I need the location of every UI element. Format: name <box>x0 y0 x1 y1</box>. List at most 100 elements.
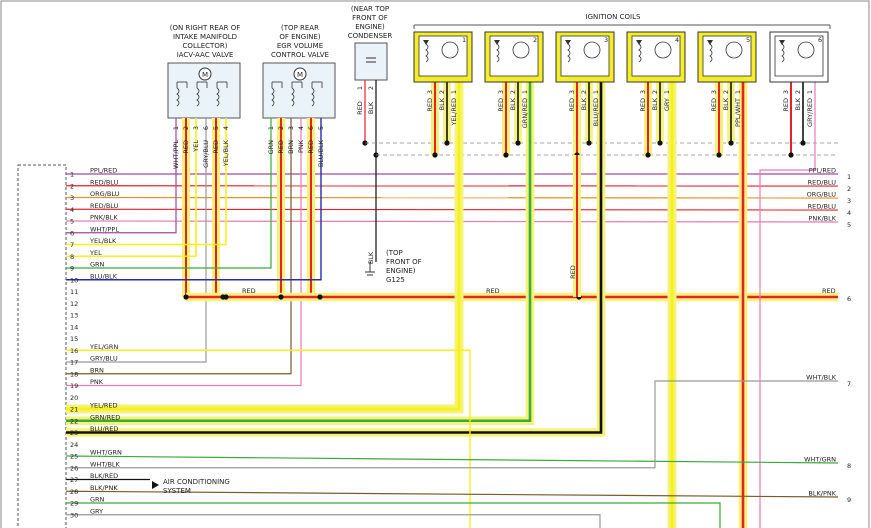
coil1-signal-yel-red-highlight <box>66 82 464 414</box>
ecm-pin-number: 3 <box>70 194 74 202</box>
splice-dot <box>645 152 651 158</box>
iacv-wire-yel <box>66 118 197 258</box>
coil-winding-icon <box>638 43 642 63</box>
coil2-signal-grn-red <box>66 82 532 423</box>
splice-dot <box>800 140 806 146</box>
splice-dot <box>716 152 722 158</box>
iacv-motor-icon <box>198 67 212 81</box>
ecm-wire-label: GRY <box>90 507 103 515</box>
coil-pin-number: 1 <box>734 90 742 94</box>
egr-wire-pnk <box>66 118 302 387</box>
blk-ground-label: BLK <box>367 251 375 264</box>
egr-component-name: CONTROL VALVE <box>271 51 329 59</box>
arrow-right-icon <box>152 481 159 489</box>
coil-pin-number: 1 <box>521 90 529 94</box>
coil-wire-label: RED <box>497 98 505 112</box>
right-wire-label: ORG/BLU <box>807 191 837 199</box>
egr-location-line: (TOP REAR <box>281 24 319 32</box>
coil-pin-number: 2 <box>438 90 446 94</box>
ecm-wire-label: BRN <box>90 366 104 374</box>
ground-location-line: FRONT OF <box>386 258 422 266</box>
egr-wire-label: RED <box>277 140 285 154</box>
condenser-location-line: ENGINE) <box>355 23 385 31</box>
coil-number: 5 <box>746 36 750 44</box>
ecm-wire-label: PNK <box>90 378 104 386</box>
ecm-wire-label: RED/BLU <box>90 202 119 210</box>
right-pin-number: 2 <box>847 185 851 193</box>
right-pin-number: 5 <box>847 221 851 229</box>
egr-wire-label: BLU/BLK <box>317 139 325 167</box>
transistor-icon <box>725 41 743 59</box>
coil-winding-icon <box>425 43 429 63</box>
diode-icon <box>565 40 571 45</box>
ignition-coil-2: 2 <box>484 31 544 83</box>
right-pin-number: 4 <box>847 209 851 217</box>
coil-number: 2 <box>533 36 537 44</box>
condenser-component-name: CONDENSER <box>348 32 393 40</box>
coil-wire-label: GRY/RED <box>806 98 814 127</box>
ecm-pin-number: 2 <box>70 182 74 190</box>
ecm-pin-number: 25 <box>70 453 78 461</box>
egr-pin-number: 6 <box>307 126 315 130</box>
iacv-wire-yel-blk <box>66 118 227 246</box>
ground-location-line: ENGINE) <box>386 267 416 275</box>
coil-number: 6 <box>818 36 822 44</box>
red-bus-label: RED <box>242 287 256 295</box>
ignition-coils-title: IGNITION COILS <box>586 13 641 21</box>
coil-wire-label: RED <box>710 98 718 112</box>
iacv-pin-number: 4 <box>222 126 230 130</box>
ecm-wire-label: RED/BLU <box>90 178 119 186</box>
egr-wire-blu-blk <box>66 118 322 281</box>
ground-location-label: (TOP FRONT OF ENGINE) G125 <box>386 249 422 284</box>
coil-wire-label: PPL/WHT <box>734 98 742 127</box>
ecm-pin-number: 15 <box>70 335 78 343</box>
ecm-pin-number: 9 <box>70 265 74 273</box>
ecm-pin-number: 17 <box>70 359 78 367</box>
iacv-pin-number: 5 <box>212 126 220 130</box>
bus-splice-dot <box>317 294 323 300</box>
ecm-pin-number: 13 <box>70 312 78 320</box>
right-wire-label: WHT/GRN <box>804 456 836 464</box>
ac-label: AIR CONDITIONING <box>163 478 230 486</box>
red-vertical-label: RED <box>569 265 577 279</box>
red-bus-label: RED <box>486 287 500 295</box>
coil-wire-label: BLK <box>580 97 588 110</box>
ecm-wire-label: GRY/BLU <box>90 355 118 363</box>
bus-splice-dot <box>220 294 226 300</box>
right-pin-number: 8 <box>847 462 851 470</box>
ecm-wire-label: PNK/BLK <box>90 214 118 222</box>
ecm-wire-label: GRN <box>90 496 105 504</box>
ecm-wire-label: WHT/PPL <box>90 225 119 233</box>
coil-winding <box>176 87 180 107</box>
transistor-icon <box>583 41 601 59</box>
coil-wire-label: GRN/RED <box>521 98 529 128</box>
coil-pin-number: 2 <box>509 90 517 94</box>
egr-location-label: (TOP REAR OF ENGINE) EGR VOLUME CONTROL … <box>271 24 329 59</box>
iacv-pin-number: 1 <box>172 126 180 130</box>
iacv-component-name: IACV-AAC VALVE <box>177 51 234 59</box>
splice-dot <box>432 152 438 158</box>
ecm-wire-label: YEL/BLK <box>89 237 117 245</box>
coil-pin-number: 2 <box>580 90 588 94</box>
condenser-location-line: (NEAR TOP <box>351 5 389 13</box>
coil-pin-number: 2 <box>651 90 659 94</box>
coil-winding-icon <box>496 43 500 63</box>
coil-wire-label: YEL/RED <box>450 98 458 127</box>
ground-g125 <box>365 262 375 276</box>
right-wire-label: RED/BLU <box>808 179 837 187</box>
diode-icon <box>423 40 429 45</box>
coil-winding-icon <box>709 43 713 63</box>
iacv-location-line: INTAKE MANIFOLD <box>173 33 237 41</box>
ignition-coil-6: 6 <box>769 31 829 83</box>
coil-pin-number: 1 <box>450 90 458 94</box>
ecm-pin-number: 4 <box>70 206 74 214</box>
coil-pin-number: 1 <box>592 90 600 94</box>
iacv-pin-number: 3 <box>192 126 200 130</box>
ecm-wire-label: GRN <box>90 261 105 269</box>
egr-pin-number: 1 <box>267 126 275 130</box>
coil-pin-number: 3 <box>426 90 434 94</box>
coil-pin-number: 3 <box>710 90 718 94</box>
transistor-icon <box>512 41 530 59</box>
coil-wire-label: BLK <box>722 97 730 110</box>
